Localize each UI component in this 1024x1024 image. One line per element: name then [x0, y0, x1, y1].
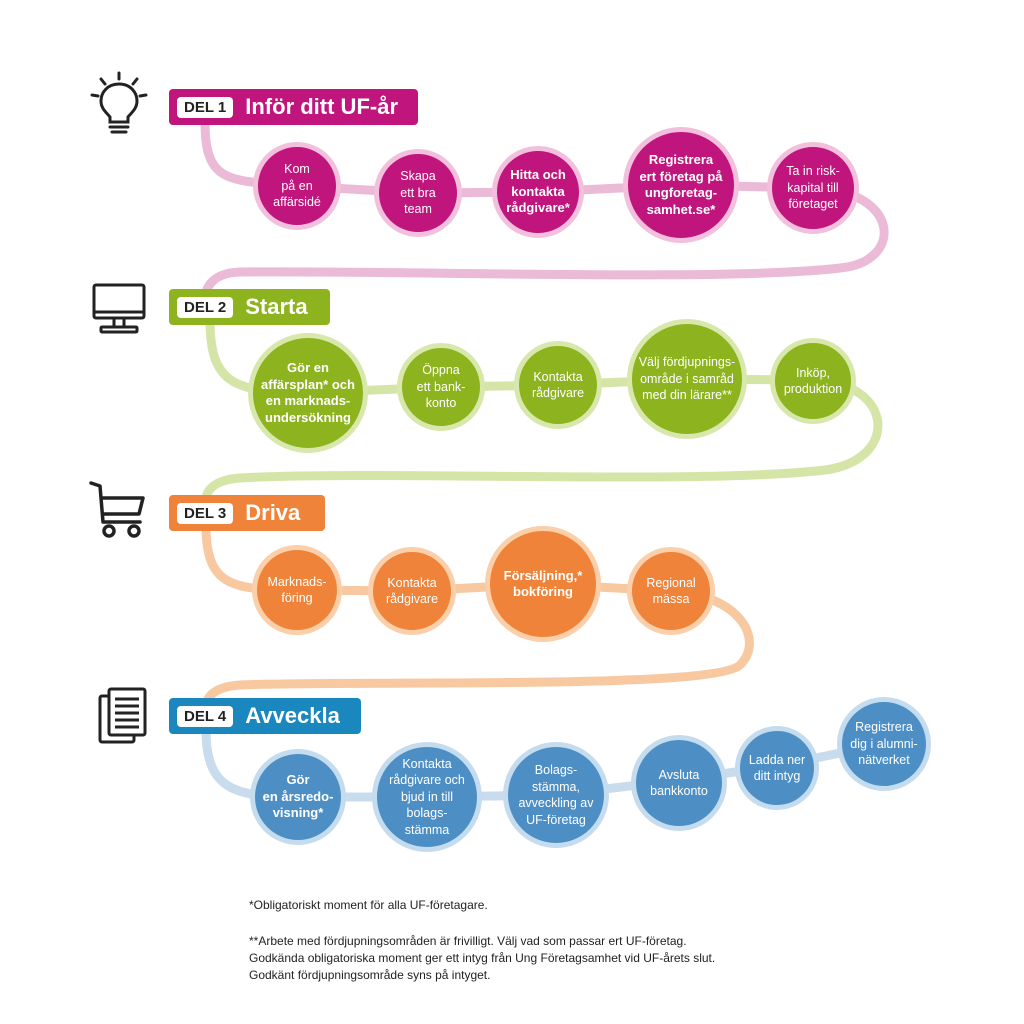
step-bubble: Välj fördjupnings- område i samråd med d… [627, 319, 747, 439]
computer-monitor-icon [92, 283, 146, 334]
section-label-del-2: DEL 2 [177, 296, 234, 318]
step-bubble: Avsluta bankkonto [631, 735, 727, 831]
step-bubble: Gör en årsredo- visning* [250, 749, 346, 845]
footnote-line: Godkända obligatoriska moment ger ett in… [249, 951, 716, 965]
section-title-del-1: Inför ditt UF-år [245, 94, 399, 119]
footnote-line: Godkänt fördjupningsområde syns på intyg… [249, 968, 491, 982]
section-banner-del-3: DEL 3 Driva [169, 495, 325, 531]
step-bubble: Skapa ett bra team [374, 149, 462, 237]
step-bubble: Gör en affärsplan* och en marknads- unde… [248, 333, 368, 453]
step-bubble: Regional mässa [627, 547, 715, 635]
documents-icon [98, 687, 147, 744]
step-bubble: Ladda ner ditt intyg [735, 726, 819, 810]
step-bubble: Marknads- föring [252, 545, 342, 635]
lightbulb-icon [90, 71, 148, 134]
section-banner-del-4: DEL 4 Avveckla [169, 698, 361, 734]
section-label-del-1: DEL 1 [177, 96, 234, 118]
step-bubble: Kontakta rådgivare [514, 341, 602, 429]
section-label-del-3: DEL 3 [177, 502, 234, 524]
step-bubble: Kontakta rådgivare [368, 547, 456, 635]
step-bubble: Ta in risk- kapital till företaget [767, 142, 859, 234]
section-title-del-2: Starta [245, 294, 308, 319]
step-bubble: Inköp, produktion [770, 338, 856, 424]
footnote-line: **Arbete med fördjupningsområden är friv… [249, 934, 687, 948]
step-bubble: Försäljning,* bokföring [485, 526, 601, 642]
step-bubble: Registrera dig i alumni- nätverket [837, 697, 931, 791]
step-bubble: Registrera ert företag på ungforetag- sa… [623, 127, 739, 243]
step-bubble: Hitta och kontakta rådgivare* [492, 146, 584, 238]
section-title-del-4: Avveckla [245, 703, 340, 728]
section-banner-del-1: DEL 1 Inför ditt UF-år [169, 89, 418, 125]
section-title-del-3: Driva [245, 500, 301, 525]
footnote-optional: **Arbete med fördjupningsområden är friv… [249, 933, 715, 984]
step-bubble: Öppna ett bank- konto [397, 343, 485, 431]
step-bubble: Kom på en affärsidé [253, 142, 341, 230]
step-bubble: Kontakta rådgivare och bjud in till bola… [372, 742, 482, 852]
section-banner-del-2: DEL 2 Starta [169, 289, 330, 325]
footnote-mandatory: *Obligatoriskt moment för alla UF-företa… [249, 898, 488, 912]
section-label-del-4: DEL 4 [177, 705, 234, 727]
shopping-cart-icon [89, 481, 145, 538]
step-bubble: Bolags- stämma, avveckling av UF-företag [503, 742, 609, 848]
